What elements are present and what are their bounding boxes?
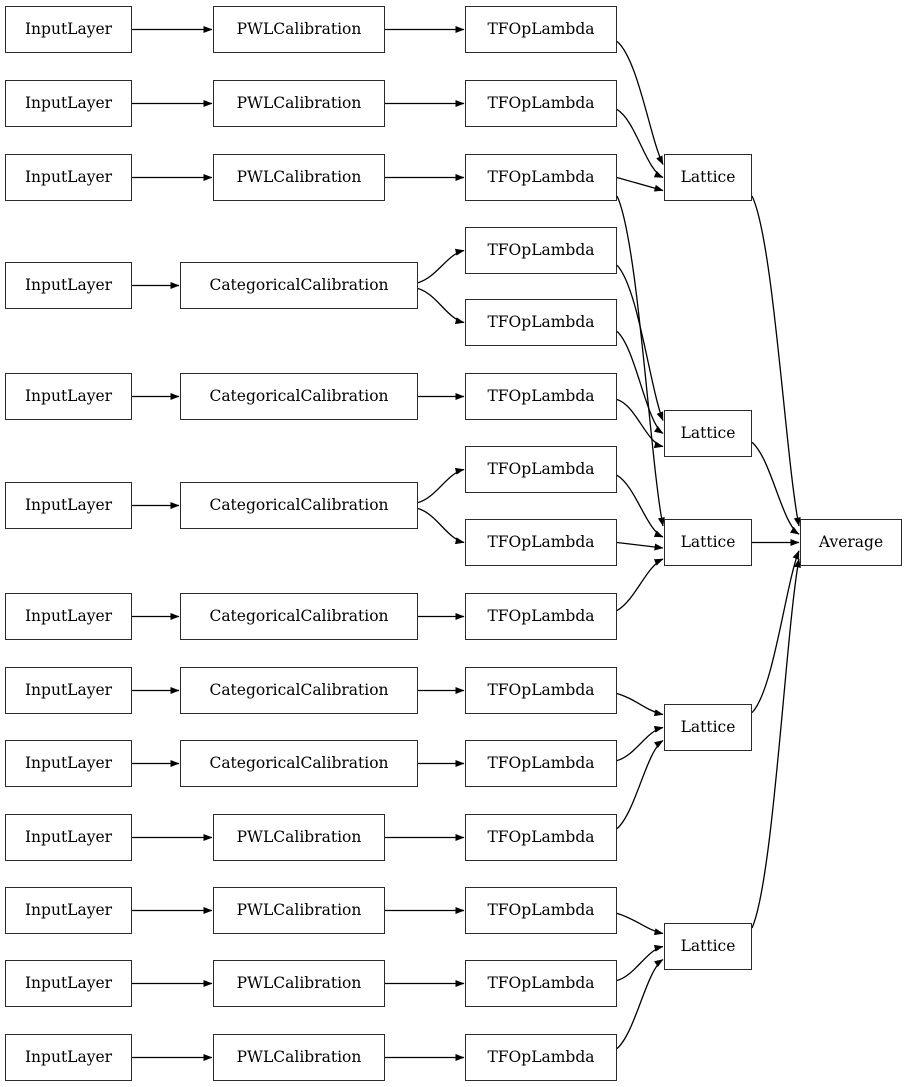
node-in9[interactable]: InputLayer bbox=[5, 740, 132, 787]
node-cal13[interactable]: PWLCalibration bbox=[213, 1034, 385, 1081]
node-in11[interactable]: InputLayer bbox=[5, 887, 132, 934]
node-tf7[interactable]: TFOpLambda bbox=[465, 446, 617, 493]
node-cal7[interactable]: CategoricalCalibration bbox=[180, 593, 418, 640]
node-lat2[interactable]: Lattice bbox=[664, 410, 752, 457]
edge-tf11-to-lat4 bbox=[616, 725, 664, 762]
edges bbox=[132, 26, 801, 1061]
node-tf11[interactable]: TFOpLambda bbox=[465, 740, 617, 787]
edge-tf5-to-lat2 bbox=[616, 330, 664, 435]
node-tf3[interactable]: TFOpLambda bbox=[465, 154, 617, 201]
node-tf6[interactable]: TFOpLambda bbox=[465, 373, 617, 420]
node-tf4[interactable]: TFOpLambda bbox=[465, 227, 617, 274]
node-in4[interactable]: InputLayer bbox=[5, 262, 132, 309]
edge-tf10-to-lat4 bbox=[616, 692, 664, 717]
node-in8[interactable]: InputLayer bbox=[5, 667, 132, 714]
node-tf9[interactable]: TFOpLambda bbox=[465, 593, 617, 640]
node-in10[interactable]: InputLayer bbox=[5, 814, 132, 861]
node-cal10[interactable]: PWLCalibration bbox=[213, 814, 385, 861]
node-cal3[interactable]: PWLCalibration bbox=[213, 154, 385, 201]
node-cal11[interactable]: PWLCalibration bbox=[213, 887, 385, 934]
edge-tf12-to-lat4 bbox=[616, 739, 664, 830]
node-lat3[interactable]: Lattice bbox=[664, 519, 752, 566]
node-cal9[interactable]: CategoricalCalibration bbox=[180, 740, 418, 787]
node-tf10[interactable]: TFOpLambda bbox=[465, 667, 617, 714]
edge-tf4-to-lat2 bbox=[616, 264, 664, 421]
node-cal5[interactable]: CategoricalCalibration bbox=[180, 373, 418, 420]
node-tf13[interactable]: TFOpLambda bbox=[465, 887, 617, 934]
node-tf5[interactable]: TFOpLambda bbox=[465, 299, 617, 346]
node-tf15[interactable]: TFOpLambda bbox=[465, 1034, 617, 1081]
node-lat5[interactable]: Lattice bbox=[664, 923, 752, 970]
node-in6[interactable]: InputLayer bbox=[5, 482, 132, 529]
node-in12[interactable]: InputLayer bbox=[5, 960, 132, 1007]
edge-tf7-to-lat3 bbox=[616, 474, 664, 538]
node-cal8[interactable]: CategoricalCalibration bbox=[180, 667, 418, 714]
edge-cal4-to-tf4 bbox=[417, 248, 465, 284]
edge-cal6-to-tf7 bbox=[417, 467, 465, 504]
edge-tf8-to-lat3 bbox=[616, 541, 664, 551]
edge-lat5-to-avg bbox=[751, 558, 801, 929]
edge-lat2-to-avg bbox=[751, 441, 800, 535]
node-in13[interactable]: InputLayer bbox=[5, 1034, 132, 1081]
node-cal2[interactable]: PWLCalibration bbox=[213, 80, 385, 127]
edge-tf9-to-lat3 bbox=[616, 558, 664, 612]
node-tf1[interactable]: TFOpLambda bbox=[465, 6, 617, 53]
edge-lat1-to-avg bbox=[751, 195, 801, 527]
node-in7[interactable]: InputLayer bbox=[5, 593, 132, 640]
edge-tf13-to-lat5 bbox=[616, 912, 664, 936]
node-cal4[interactable]: CategoricalCalibration bbox=[180, 262, 418, 309]
edge-cal6-to-tf8 bbox=[417, 507, 465, 545]
node-cal1[interactable]: PWLCalibration bbox=[213, 6, 385, 53]
node-avg[interactable]: Average bbox=[800, 519, 902, 566]
node-tf12[interactable]: TFOpLambda bbox=[465, 814, 617, 861]
node-tf8[interactable]: TFOpLambda bbox=[465, 519, 617, 566]
edge-tf3-to-lat3 bbox=[616, 195, 665, 527]
edge-tf15-to-lat5 bbox=[616, 958, 664, 1050]
edge-cal4-to-tf5 bbox=[417, 287, 465, 325]
node-in1[interactable]: InputLayer bbox=[5, 6, 132, 53]
node-tf14[interactable]: TFOpLambda bbox=[465, 960, 617, 1007]
edge-tf2-to-lat1 bbox=[616, 108, 664, 179]
node-lat1[interactable]: Lattice bbox=[664, 154, 752, 201]
edge-tf1-to-lat1 bbox=[616, 40, 664, 165]
node-in5[interactable]: InputLayer bbox=[5, 373, 132, 420]
node-in2[interactable]: InputLayer bbox=[5, 80, 132, 127]
edge-tf3-to-lat1 bbox=[616, 176, 664, 192]
edge-tf14-to-lat5 bbox=[616, 944, 664, 982]
edge-lat4-to-avg bbox=[751, 550, 800, 714]
node-lat4[interactable]: Lattice bbox=[664, 704, 752, 751]
node-cal12[interactable]: PWLCalibration bbox=[213, 960, 385, 1007]
node-in3[interactable]: InputLayer bbox=[5, 154, 132, 201]
node-cal6[interactable]: CategoricalCalibration bbox=[180, 482, 418, 529]
edge-tf6-to-lat2 bbox=[616, 398, 664, 449]
node-tf2[interactable]: TFOpLambda bbox=[465, 80, 617, 127]
